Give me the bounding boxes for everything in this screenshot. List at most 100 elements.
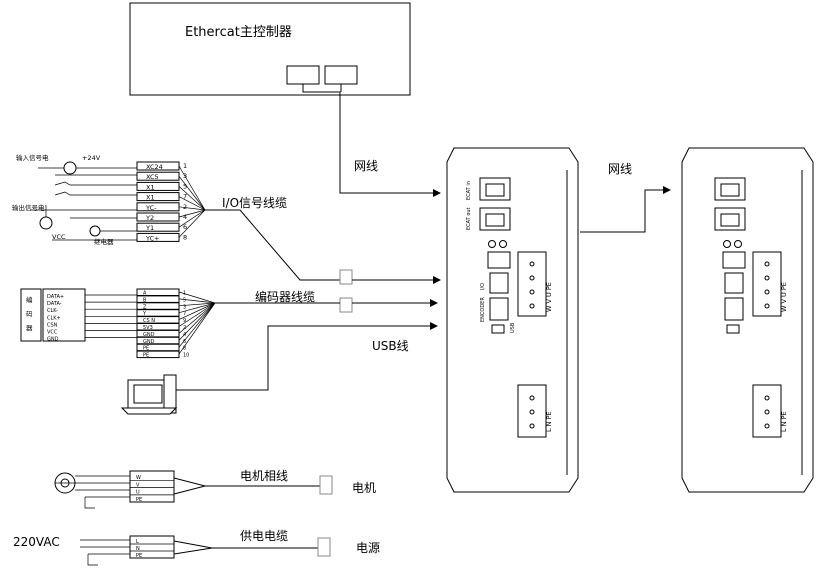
io-wire (178, 209, 206, 228)
encoder-pin-number: 7 (183, 311, 186, 317)
power-plug (317, 537, 331, 557)
usb-label: USB线 (372, 339, 409, 353)
network-label-1: 网线 (354, 159, 378, 173)
svg-text:器: 器 (26, 324, 33, 332)
encoder-pin-number: 8 (183, 346, 186, 352)
controller-label: Ethercat主控制器 (185, 25, 292, 40)
controller-port-2 (324, 65, 358, 85)
io-wire (178, 209, 206, 238)
power-terminal (517, 384, 547, 438)
motor-plug (319, 475, 333, 495)
controller-port-1 (286, 65, 320, 85)
power-pin-box (129, 535, 175, 559)
encoder-pin-name: GND (143, 332, 155, 338)
io-pin-number: 5 (183, 182, 187, 190)
encoder-pin-name: B (143, 297, 147, 303)
svg-text:I/O: I/O (480, 283, 486, 290)
usb-cable (176, 322, 438, 391)
svg-text:L N PE: L N PE (780, 411, 788, 432)
output-signal-label: 输出信号电 (12, 203, 45, 212)
encoder-pin-name: GND (143, 339, 155, 345)
encoder-wire (178, 298, 216, 304)
input-signal-label: 输入信号电 (16, 153, 49, 162)
encoder-wire (178, 302, 216, 307)
encoder-pin-number: 6 (183, 339, 186, 345)
encoder-src-pin: CLK+ (47, 315, 61, 321)
encoder-pin-box (136, 350, 180, 359)
power-pin-name: PE (136, 553, 142, 559)
io-pin-number: 7 (183, 193, 187, 201)
dc-source-icon-2 (39, 216, 53, 230)
motor-terminal (517, 251, 547, 317)
power-pin-name: N (136, 546, 140, 552)
encoder-wire (178, 291, 216, 304)
io-pin-name: YC+ (145, 234, 160, 242)
svg-text:W V U PE: W V U PE (545, 282, 553, 312)
io-pin-name: X1 (146, 194, 155, 202)
power-cable-label: 供电电缆 (240, 529, 288, 543)
io-pin-name: Y1 (145, 224, 154, 232)
svg-text:L N PE: L N PE (545, 411, 553, 432)
encoder-src-pin: VCC (47, 330, 58, 336)
vcc-label: VCC (52, 233, 66, 241)
svg-text:码: 码 (26, 310, 33, 318)
svg-text:ECAT out: ECAT out (466, 207, 472, 230)
io-port (487, 251, 511, 269)
io-wire (178, 165, 206, 211)
encoder-src-pin: DATA+ (47, 294, 64, 300)
io-pin-name: Y2 (145, 214, 154, 222)
io-wire (178, 175, 206, 211)
io-pin-box (136, 222, 180, 232)
io-pin-box (136, 202, 180, 212)
encoder-cable-label: 编码器线缆 (255, 289, 315, 304)
pc-computer-icon (120, 374, 178, 415)
servo-drive-2: W V U PE L N PE (681, 147, 814, 493)
io-pin-number: 3 (183, 172, 187, 180)
io-pin-number: 4 (183, 213, 187, 221)
svg-text:W V U PE: W V U PE (780, 282, 788, 312)
motor-pin-name: V (136, 482, 140, 488)
servo-drive-1: ECAT in ECAT out I/O ENCODER USB W V U P… (446, 147, 579, 493)
encoder-wire (178, 302, 216, 348)
encoder-pin-name: PE (143, 346, 149, 352)
encoder-plug (339, 297, 353, 313)
io-pin-box (136, 181, 180, 191)
encoder-wire (178, 302, 216, 355)
io-pin-number: 2 (183, 203, 187, 211)
encoder-pin-number: 10 (183, 353, 189, 359)
relay-icon (89, 225, 101, 237)
encoder-wire (178, 302, 216, 327)
io-wire (178, 186, 206, 211)
encoder-connector (489, 297, 509, 321)
dc-source-icon (63, 161, 77, 175)
network-cable-2 (580, 186, 671, 233)
encoder-wire (178, 302, 216, 341)
io-pin-number: 1 (183, 162, 187, 170)
io-pin-name: XC5 (146, 173, 159, 181)
io-pin-number: 8 (183, 233, 187, 241)
io-pin-box (136, 212, 180, 222)
encoder-pin-name: CS N (143, 318, 155, 324)
svg-text:ENCODER: ENCODER (480, 297, 486, 322)
motor-phase-label: 电机相线 (240, 469, 288, 483)
motor-pin-name: PE (136, 497, 142, 503)
encoder-src-pin: GND (47, 337, 59, 343)
encoder-pin-number: 9 (183, 318, 186, 324)
power-pin-name: L (136, 539, 139, 545)
usb-port (491, 324, 505, 334)
motor-pin-name: U (136, 490, 140, 496)
encoder-pin-name: Z (143, 304, 147, 310)
io-pin-name: XC24 (146, 163, 163, 171)
encoder-src-pin: DATA- (47, 301, 62, 307)
motor-pin-name: W (136, 475, 141, 481)
motor-label: 电机 (352, 481, 376, 495)
relay-label: 继电器 (94, 237, 114, 246)
io-pin-box (136, 192, 180, 202)
encoder-pin-name: Y (142, 311, 147, 317)
io-plug (339, 269, 353, 285)
encoder-pin-number: 3 (183, 304, 186, 310)
io-wire (178, 209, 206, 218)
